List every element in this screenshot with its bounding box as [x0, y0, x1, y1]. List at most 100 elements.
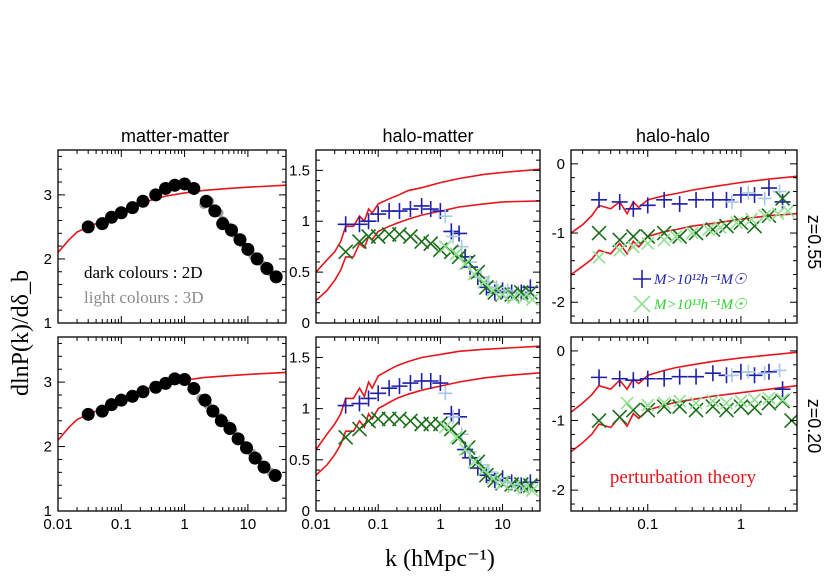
data-point	[360, 213, 377, 230]
data-point	[187, 181, 201, 195]
data-point	[640, 402, 656, 418]
data-point	[370, 411, 386, 427]
legend-marker-m12	[633, 270, 651, 288]
y-tick-label: 0	[302, 503, 310, 520]
data-point	[744, 212, 759, 226]
data-point	[463, 254, 478, 269]
data-point	[746, 367, 763, 384]
data-point	[724, 368, 739, 383]
y-tick-label: 1	[44, 315, 52, 332]
y-tick-label: 2	[44, 439, 52, 456]
data-point	[413, 197, 430, 214]
data-point	[626, 240, 640, 254]
theory-curve	[316, 200, 540, 302]
data-point	[611, 193, 628, 210]
chart-panel-1: 123	[44, 149, 287, 332]
data-point	[639, 197, 656, 214]
data-point	[223, 422, 237, 436]
data-point	[95, 404, 109, 418]
data-point	[517, 481, 531, 496]
panel-frame	[315, 149, 541, 324]
data-point	[781, 204, 795, 218]
legend: M>10¹²h⁻¹M☉ M>10¹³h⁻¹M☉	[633, 270, 747, 313]
data-point	[360, 390, 377, 407]
theory-curve	[316, 168, 540, 273]
plot-area	[571, 351, 797, 453]
data-point	[747, 393, 762, 407]
data-point	[81, 407, 95, 421]
data-point	[199, 194, 213, 208]
y-tick-label: 3	[44, 374, 52, 391]
data-point	[432, 375, 449, 392]
data-point	[114, 206, 128, 220]
plot-area	[316, 168, 540, 307]
legend-label-m12: M>10¹²h⁻¹M☉	[653, 272, 747, 288]
x-axis-label: k (hMpc⁻¹)	[385, 546, 495, 572]
y-tick-label: 1.5	[289, 349, 310, 366]
data-point	[239, 441, 253, 455]
data-point	[391, 378, 408, 395]
data-point	[772, 363, 787, 378]
data-point	[774, 381, 791, 398]
data-point	[657, 233, 671, 247]
data-point	[641, 398, 655, 412]
data-point	[672, 228, 688, 245]
panel-frame	[570, 336, 798, 512]
series-x-dark13	[338, 411, 538, 493]
data-point	[525, 483, 539, 498]
data-point	[149, 188, 163, 202]
data-point	[775, 190, 791, 207]
data-point	[438, 386, 453, 401]
data-point	[613, 243, 627, 257]
x-tick-label: 0.1	[111, 516, 132, 533]
data-point	[149, 380, 163, 394]
data-point	[125, 201, 139, 215]
data-point	[625, 200, 642, 217]
data-point	[688, 368, 705, 385]
series-plus-light12	[724, 184, 787, 209]
data-point	[168, 372, 182, 386]
data-point	[656, 370, 673, 387]
y-tick-label: 3	[44, 187, 52, 204]
plot-area	[571, 175, 797, 276]
data-point	[351, 216, 368, 233]
data-point	[458, 443, 472, 457]
data-point	[511, 477, 526, 492]
data-point	[486, 283, 500, 298]
data-point	[402, 375, 419, 392]
y-tick-label: -2	[552, 482, 565, 499]
data-point	[746, 400, 763, 416]
data-point	[451, 429, 467, 445]
annotation-light-colours: light colours : 3D	[84, 288, 203, 307]
data-point	[449, 247, 463, 261]
data-point	[446, 229, 461, 244]
data-point	[705, 399, 721, 415]
data-point	[757, 191, 772, 206]
data-point	[391, 203, 408, 220]
theory-curve	[571, 212, 797, 276]
x-tick-label: 0.01	[43, 516, 72, 533]
data-point	[269, 270, 283, 284]
data-point	[671, 195, 688, 212]
data-point	[718, 402, 735, 418]
plot-area	[58, 371, 286, 483]
data-point	[446, 409, 461, 424]
data-point	[702, 223, 716, 237]
data-point	[187, 382, 201, 396]
data-point	[591, 412, 607, 429]
series-x-light13	[438, 240, 539, 307]
data-point	[761, 208, 777, 224]
series-dot-dark	[81, 177, 201, 234]
series-x-light13	[438, 420, 539, 498]
data-point	[776, 393, 790, 407]
data-point	[104, 210, 118, 224]
data-point	[231, 432, 245, 446]
data-point	[673, 394, 687, 408]
plot-area	[316, 345, 540, 498]
x-tick-label: 0.01	[301, 516, 330, 533]
data-point	[639, 370, 656, 387]
theory-curve	[58, 184, 286, 254]
y-tick-label: 0	[302, 315, 310, 332]
